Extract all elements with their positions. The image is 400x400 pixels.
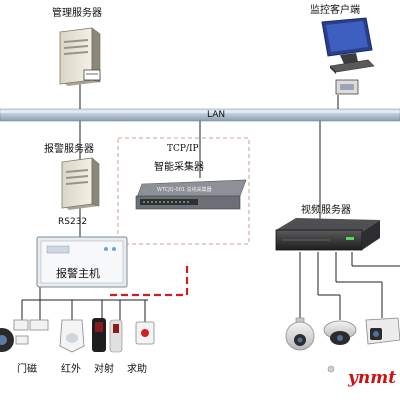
collector-device [135,179,247,210]
door-magnet-sensor-icon [13,319,49,345]
video-server-icon [275,218,380,251]
alarm-server-label: 报警服务器 [44,144,94,155]
box-camera-icon [365,317,400,345]
alarm-host-icon [36,236,128,288]
dome-camera-icon [323,320,357,373]
help-button-icon [135,321,155,345]
mgmt-server-label: 管理服务器 [52,8,102,19]
speed-dome-camera-icon [285,317,315,351]
alarm-server-icon [61,157,100,210]
rs232-label: RS232 [58,217,88,227]
watermark-text: ynmt [348,368,397,388]
alarm-host-label: 报警主机 [56,267,100,280]
monitor-client-label: 监控客户端 [310,5,360,16]
beam-label: 对射 [94,364,114,375]
lan-label: LAN [207,110,226,120]
connection-lines [21,78,400,322]
video-server-label: 视频服务器 [301,205,351,216]
infrared-label: 红外 [61,364,81,375]
monitor-client-icon [321,17,375,95]
mgmt-server-icon [59,27,101,86]
collector-device-text: WTCJQ-001 总线采集器 [157,187,212,193]
tcpip-label: TCP/IP [167,144,199,154]
lan-bar [0,108,400,122]
help-label: 求助 [127,364,147,375]
infrared-sensor-icon [59,319,85,353]
collector-dashed-box [117,137,250,245]
smart-collector-label: 智能采集器 [154,162,204,173]
door-magnet-label: 门磁 [17,364,37,375]
alarm-link-dashed-line [110,265,189,297]
beam-sensor-icon [92,318,123,353]
sensor-camera-partial-icon [0,328,14,352]
